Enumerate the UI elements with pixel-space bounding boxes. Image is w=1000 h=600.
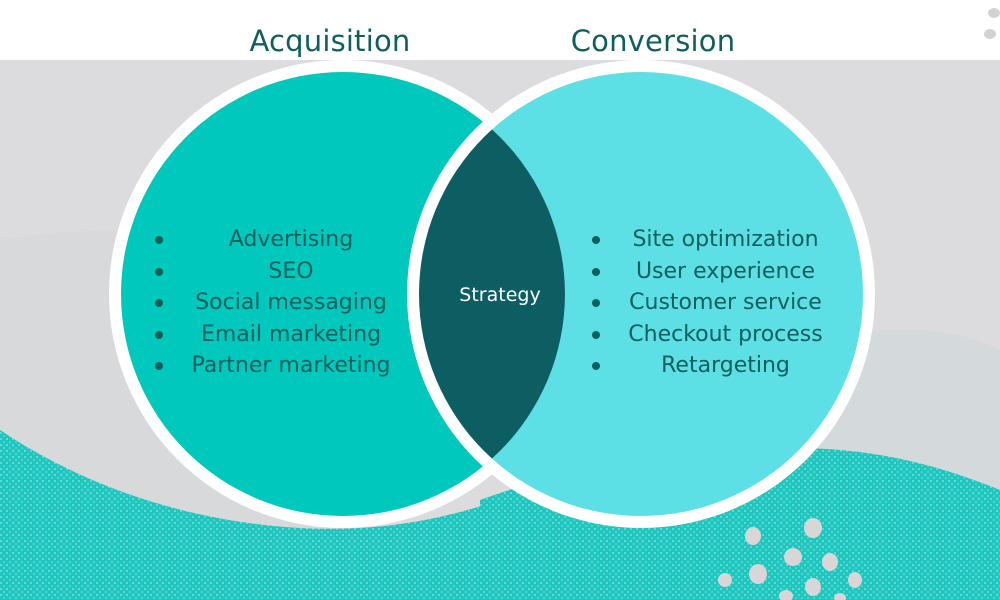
bullet-icon: [592, 299, 600, 307]
list-item: Checkout process: [592, 319, 837, 351]
bullet-icon: [155, 236, 163, 244]
bullet-icon: [155, 362, 163, 370]
acquisition-title: Acquisition: [249, 24, 411, 58]
bullet-icon: [592, 362, 600, 370]
intersection-lens: [419, 72, 565, 516]
conversion-title: Conversion: [570, 24, 736, 58]
list-item: User experience: [592, 256, 837, 288]
list-item: Partner marketing: [155, 350, 405, 382]
acquisition-list: Advertising SEO Social messaging Email m…: [155, 224, 405, 382]
bullet-icon: [155, 299, 163, 307]
conversion-list: Site optimization User experience Custom…: [592, 224, 837, 382]
strategy-label: Strategy: [459, 284, 541, 306]
list-item: Customer service: [592, 287, 837, 319]
list-item: Site optimization: [592, 224, 837, 256]
bullet-icon: [155, 330, 163, 339]
bullet-icon: [592, 330, 600, 339]
decorative-dots: [718, 518, 862, 600]
bullet-icon: [592, 267, 600, 276]
bullet-icon: [155, 267, 163, 276]
list-item: Retargeting: [592, 350, 837, 382]
list-item: Advertising: [155, 224, 405, 256]
list-item: Email marketing: [155, 319, 405, 351]
texture-wave-left: [0, 430, 500, 600]
list-item: Social messaging: [155, 287, 405, 319]
list-item: SEO: [155, 256, 405, 288]
bullet-icon: [592, 236, 600, 244]
